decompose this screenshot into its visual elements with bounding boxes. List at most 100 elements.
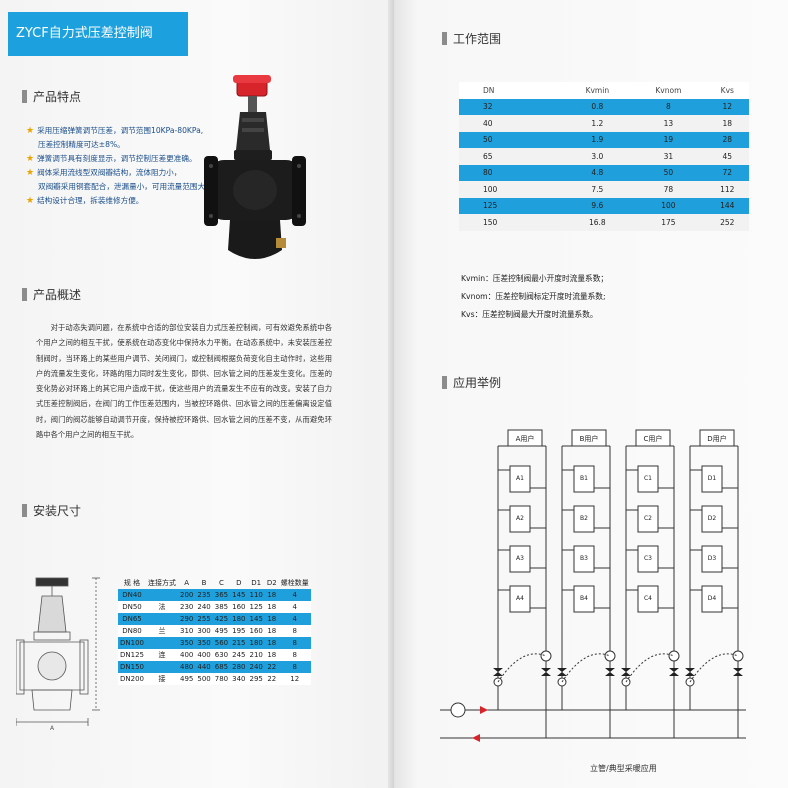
star-icon: ★ [26, 126, 35, 136]
table-cell: 235 [195, 589, 213, 601]
feature-item: ★弹簧调节具有刻度显示，调节控制压差更准确。 [26, 152, 226, 166]
table-cell: 350 [195, 637, 213, 649]
table-cell: 495 [212, 625, 231, 637]
table-cell: 110 [247, 589, 265, 601]
radiator-label: A1 [516, 475, 524, 482]
feature-text: 阀体采用流线型双阀瓣结构，流体阻力小， [37, 168, 182, 177]
table-cell: 780 [212, 673, 231, 685]
balancing-valve-icon [685, 668, 695, 676]
table-cell: 295 [247, 673, 265, 685]
dims-heading: 安装尺寸 [22, 502, 81, 518]
table-cell: 310 [178, 625, 196, 637]
table-cell: 685 [212, 661, 231, 673]
dims-heading-label: 安装尺寸 [33, 504, 82, 518]
table-cell: DN40 [118, 589, 146, 601]
table-cell: DN200 [118, 673, 146, 685]
table-cell: 8 [278, 649, 311, 661]
application-heading: 应用举例 [442, 374, 501, 390]
table-cell: 9.6 [563, 197, 632, 214]
table-cell: 0.8 [563, 98, 632, 115]
table-cell: 240 [247, 661, 265, 673]
connection-cell [146, 589, 178, 601]
radiator-unit [701, 545, 723, 573]
table-cell: 145 [230, 589, 248, 601]
radiator-unit [701, 465, 723, 493]
table-cell: 16.8 [563, 214, 632, 231]
table-cell: 12 [705, 98, 749, 115]
table-cell: 160 [230, 601, 248, 613]
table-cell: 8 [278, 625, 311, 637]
table-cell: 180 [247, 637, 265, 649]
table-header-cell: C [218, 579, 224, 587]
table-cell: 300 [195, 625, 213, 637]
radiator-unit [573, 465, 595, 493]
table-header-cell: Kvmin [563, 82, 632, 99]
section-marker [22, 504, 27, 517]
table-cell: 560 [212, 637, 231, 649]
valve-actuator-icon [668, 650, 680, 662]
section-marker [22, 288, 27, 301]
radiator-label: B3 [580, 555, 588, 562]
table-cell: 18 [264, 649, 279, 661]
impulse-line [561, 653, 611, 683]
radiator-label: D1 [708, 475, 717, 482]
impulse-line [689, 653, 739, 683]
feature-text: 双阀瓣采用铜套配合，泄漏量小，可用流量范围大。 [38, 182, 213, 191]
note-line: Kvmin：压差控制阀最小开度时流量系数； [461, 274, 609, 283]
table-cell: 18 [705, 115, 749, 132]
table-header-cell: B [201, 579, 207, 587]
table-cell: 80 [459, 164, 564, 181]
table-cell: 45 [705, 148, 749, 165]
table-header-cell: Kvnom [631, 82, 706, 99]
table-cell: 22 [264, 661, 279, 673]
table-cell: 8 [278, 661, 311, 673]
user-label: D用户 [707, 434, 726, 443]
table-header-cell: D2 [266, 579, 277, 587]
star-icon: ★ [26, 154, 35, 164]
radiator-label: B2 [580, 515, 588, 522]
balancing-valve-icon [557, 668, 567, 676]
radiator-label: A3 [516, 555, 524, 562]
table-cell: 78 [631, 181, 706, 198]
table-cell: 215 [230, 637, 248, 649]
radiator-unit [573, 505, 595, 533]
table-cell: 4 [278, 601, 311, 613]
connection-cell: 法 [146, 601, 178, 613]
table-cell: 255 [195, 613, 213, 625]
table-cell: 18 [264, 625, 279, 637]
table-cell: 144 [705, 197, 749, 214]
table-cell: 3.0 [563, 148, 632, 165]
valve-actuator-icon [732, 650, 744, 662]
table-cell: 440 [195, 661, 213, 673]
application-heading-label: 应用举例 [453, 376, 502, 390]
table-cell: 32 [459, 98, 564, 115]
table-cell: 480 [178, 661, 196, 673]
valve-actuator-icon [604, 650, 616, 662]
radiator-label: C3 [644, 555, 652, 562]
feature-item: 压差控制精度可达±8%。 [26, 138, 226, 152]
feature-item: ★结构设计合理，拆装维修方便。 [26, 194, 226, 208]
section-marker [442, 32, 447, 45]
connection-cell: 接 [146, 673, 178, 685]
feature-text: 结构设计合理，拆装维修方便。 [37, 196, 144, 205]
table-cell: 385 [212, 601, 231, 613]
feature-text: 弹簧调节具有刻度显示，调节控制压差更准确。 [37, 154, 197, 163]
table-cell: 495 [178, 673, 196, 685]
section-marker [442, 376, 447, 389]
balancing-valve-icon [493, 668, 503, 676]
table-cell: 7.5 [563, 181, 632, 198]
table-cell: 500 [195, 673, 213, 685]
connection-cell: 连 [146, 649, 178, 661]
table-cell: 400 [195, 649, 213, 661]
radiator-unit [637, 505, 659, 533]
table-cell: DN100 [118, 637, 146, 649]
